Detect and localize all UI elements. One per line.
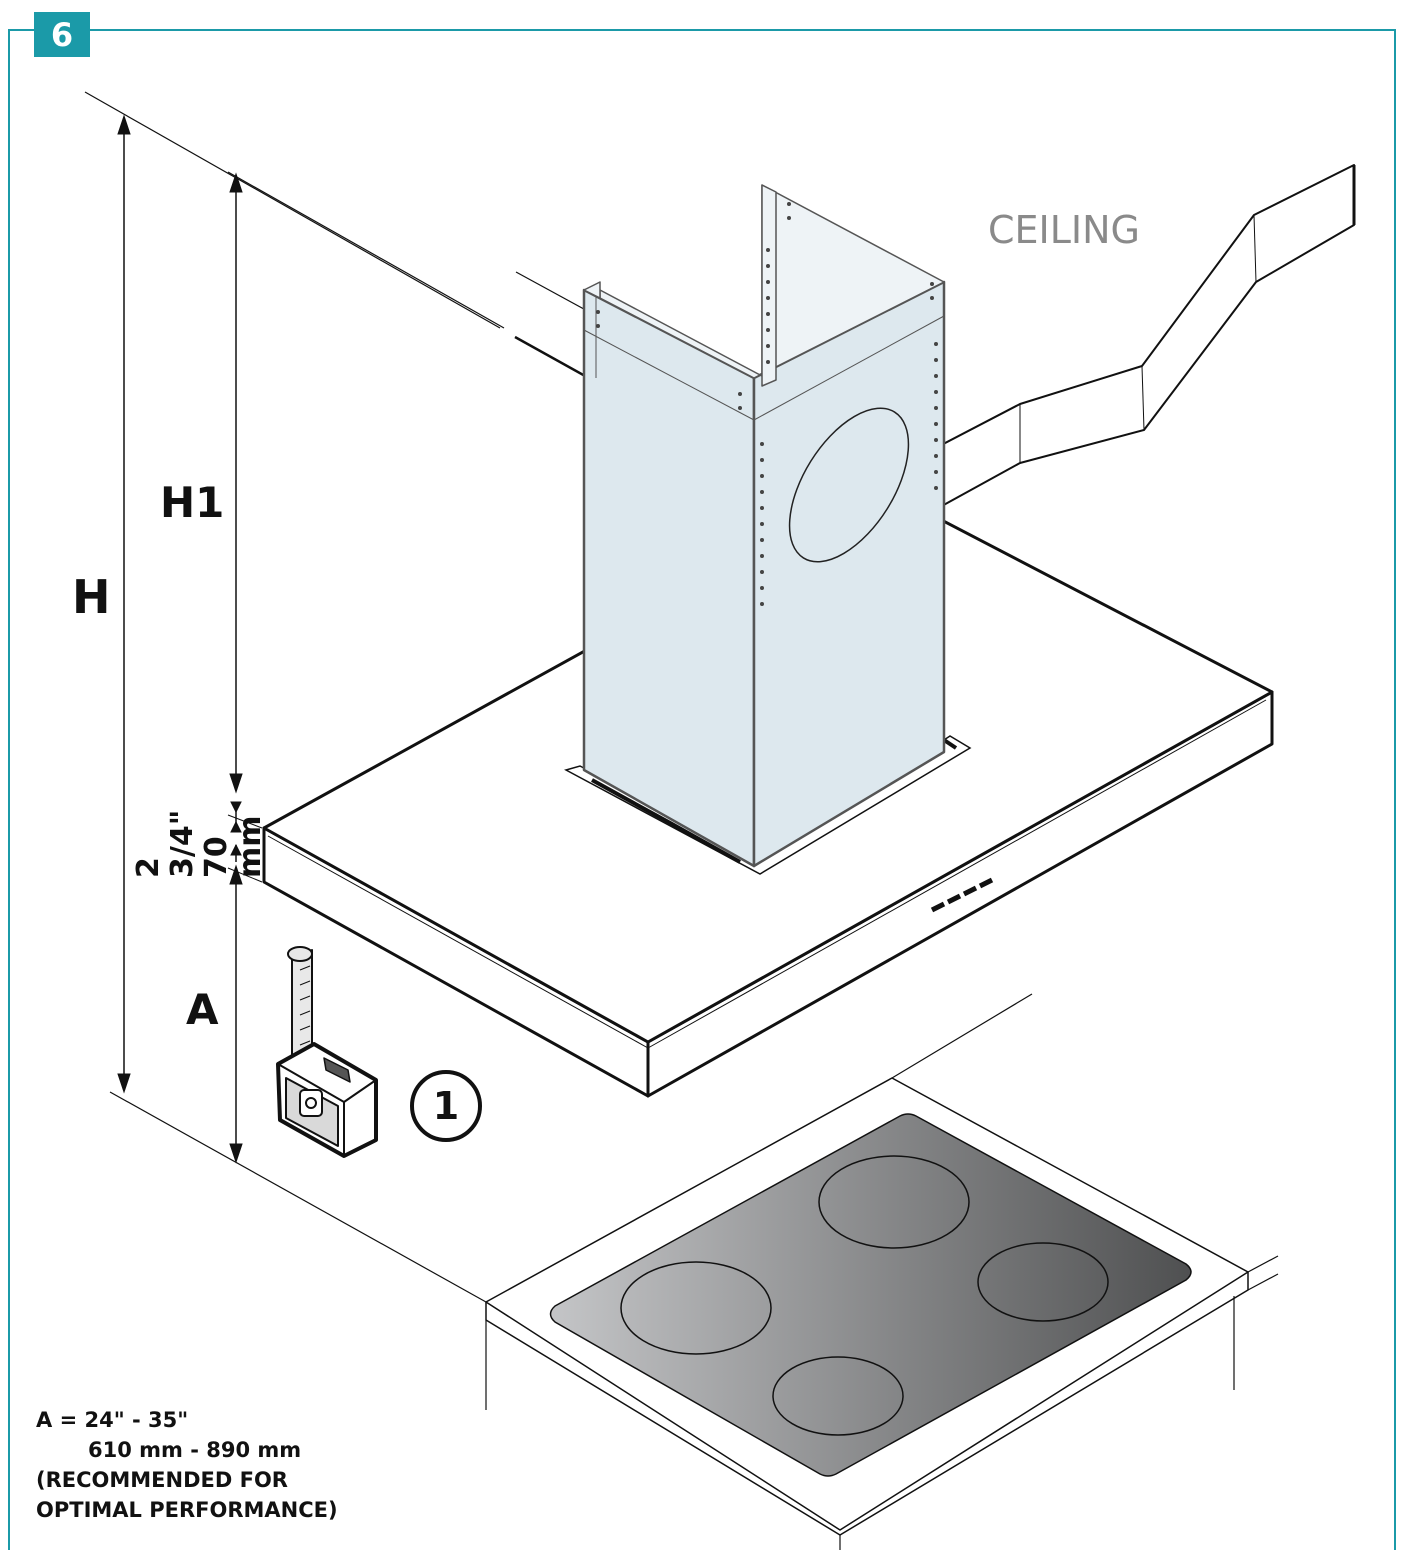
callout-number: 1 bbox=[410, 1070, 482, 1142]
cooktop bbox=[549, 1113, 1192, 1477]
note-line-1: A = 24" - 35" bbox=[36, 1408, 189, 1432]
dimension-lines bbox=[117, 114, 263, 1164]
note-line-3: (RECOMMENDED FOR bbox=[36, 1468, 288, 1492]
dimension-a-label: A bbox=[186, 985, 219, 1034]
chimney-cover bbox=[582, 184, 946, 868]
dimension-h-label: H bbox=[72, 570, 111, 624]
step-badge: 6 bbox=[34, 12, 90, 57]
tape-measure-icon bbox=[276, 946, 378, 1158]
installation-note: A = 24" - 35" 610 mm - 890 mm (RECOMMEND… bbox=[36, 1405, 338, 1525]
note-line-2: 610 mm - 890 mm bbox=[88, 1438, 302, 1462]
burner-right bbox=[977, 1242, 1109, 1322]
dimension-mm-label: 70 mm bbox=[199, 815, 268, 878]
note-line-4: OPTIMAL PERFORMANCE) bbox=[36, 1498, 338, 1522]
dimension-h1-label: H1 bbox=[160, 478, 225, 527]
dimension-inch-label: 2 3/4" bbox=[131, 809, 200, 878]
burner-bottom bbox=[772, 1356, 904, 1436]
hood-thickness-dimension: 2 3/4" 70 mm bbox=[131, 760, 268, 880]
burner-left bbox=[620, 1261, 772, 1355]
hood-control-buttons bbox=[930, 877, 994, 913]
chimney-screw-holes bbox=[596, 202, 938, 606]
burner-top bbox=[818, 1155, 970, 1249]
diagram-frame bbox=[8, 29, 1396, 1550]
ceiling-label: CEILING bbox=[988, 208, 1140, 252]
